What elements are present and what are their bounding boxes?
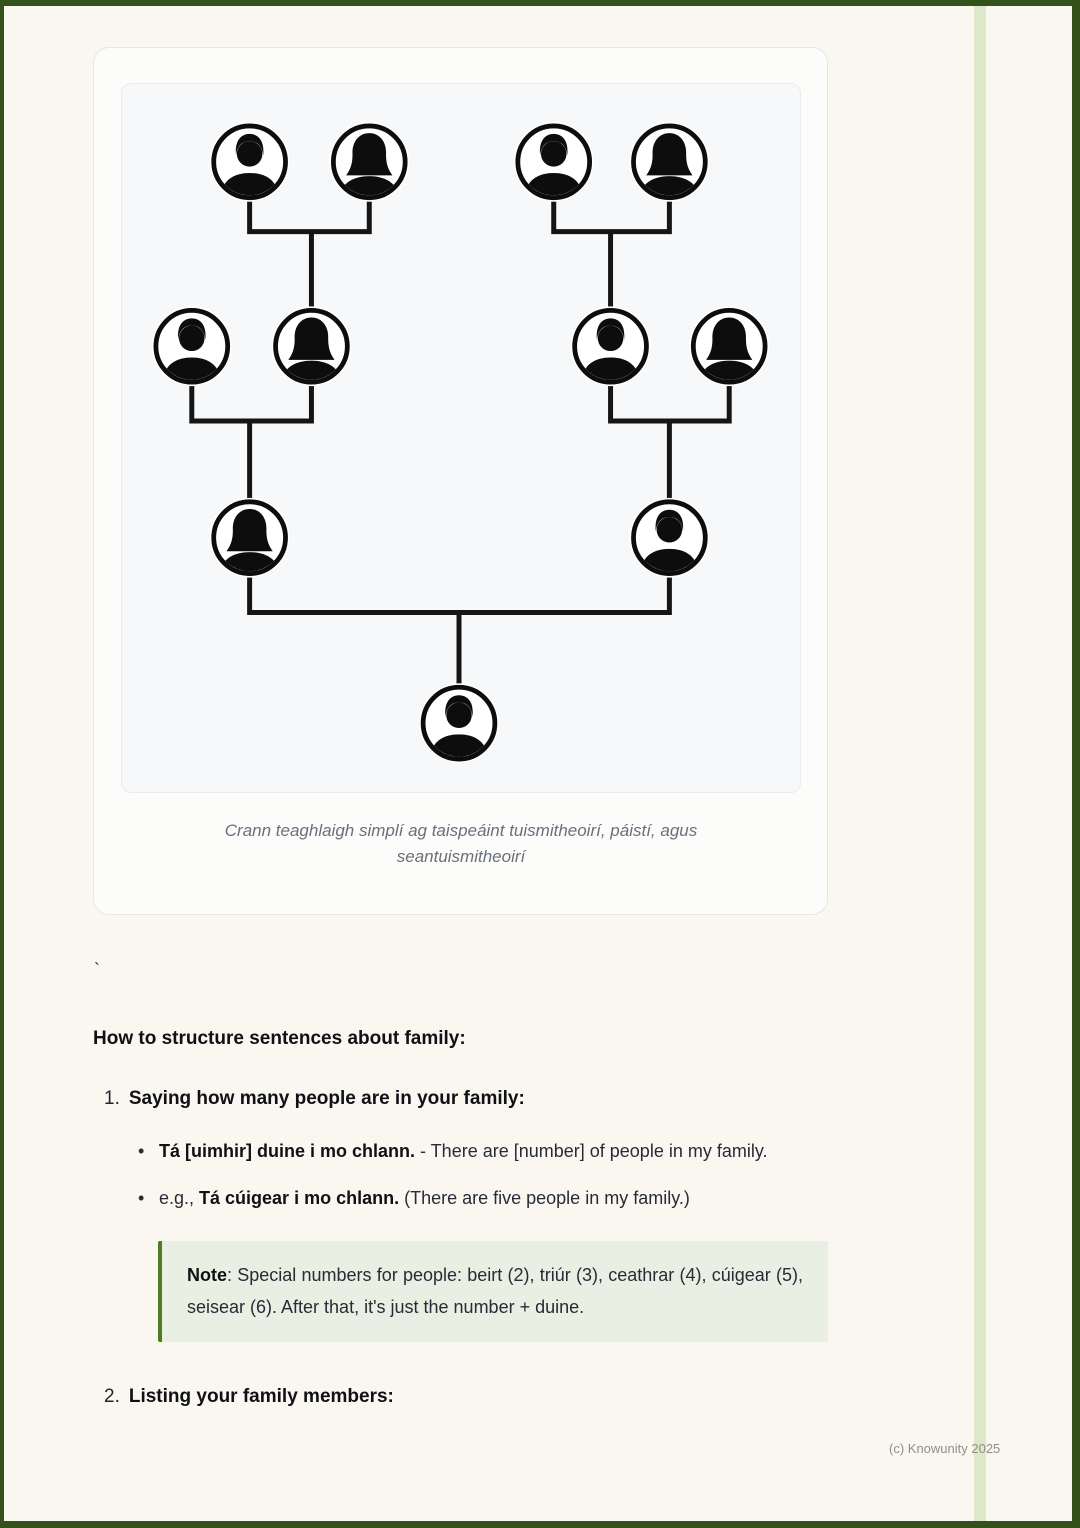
person-grandfather-right-icon	[571, 306, 651, 386]
bullet-item: • e.g., Tá cúigear i mo chlann. (There a…	[138, 1183, 829, 1214]
bullet-text: Tá [uimhir] duine i mo chlann. - There a…	[159, 1141, 768, 1161]
content-section: How to structure sentences about family:…	[93, 1028, 829, 1408]
copyright-text: (c) Knowunity 2025	[889, 1441, 1001, 1456]
page-frame-left	[0, 0, 4, 1528]
figure-card: Crann teaghlaigh simplí ag taispeáint tu…	[93, 47, 828, 915]
person-grandmother-right-icon	[689, 306, 769, 386]
person-great-grandfather-right-icon	[514, 122, 594, 202]
person-grandmother-left-icon	[272, 306, 352, 386]
person-mother-icon	[210, 498, 290, 578]
family-link-line	[247, 567, 672, 615]
bullet-item: • Tá [uimhir] duine i mo chlann. - There…	[138, 1136, 829, 1167]
person-great-grandmother-right-icon	[630, 122, 710, 202]
bullet-marker: •	[138, 1187, 145, 1208]
list-item-1: 1. Saying how many people are in your fa…	[93, 1088, 829, 1110]
green-accent-stripe	[974, 0, 986, 1528]
list-number: 2.	[104, 1386, 120, 1408]
person-grandfather-left-icon	[152, 306, 232, 386]
family-link-line	[608, 376, 732, 424]
bullet-list: • Tá [uimhir] duine i mo chlann. - There…	[93, 1136, 829, 1213]
section-heading: How to structure sentences about family:	[93, 1028, 466, 1049]
page-frame-top	[0, 0, 1080, 6]
note-box: Note: Special numbers for people: beirt …	[158, 1241, 828, 1343]
note-label: Note	[187, 1265, 227, 1286]
page-frame-bottom	[0, 1521, 1080, 1528]
list-item-2: 2. Listing your family members:	[93, 1386, 829, 1408]
note-text: : Special numbers for people: beirt (2),…	[187, 1265, 803, 1317]
list-item-title: Saying how many people are in your famil…	[128, 1088, 525, 1109]
page-frame-right	[1072, 0, 1080, 1528]
person-father-icon	[630, 498, 710, 578]
family-link-line	[247, 191, 372, 235]
person-great-grandfather-left-icon	[210, 122, 290, 202]
figure-caption: Crann teaghlaigh simplí ag taispeáint tu…	[224, 821, 698, 867]
family-tree-svg	[122, 84, 800, 792]
bullet-marker: •	[138, 1141, 145, 1161]
family-tree-panel	[121, 83, 801, 793]
family-link-line	[189, 376, 314, 424]
bullet-text: e.g., Tá cúigear i mo chlann. (There are…	[159, 1187, 690, 1208]
person-great-grandmother-left-icon	[329, 122, 409, 202]
list-item-title: Listing your family members:	[128, 1386, 394, 1408]
list-number: 1.	[104, 1088, 120, 1109]
stray-backtick: `	[94, 960, 100, 980]
person-child-icon	[419, 683, 499, 763]
